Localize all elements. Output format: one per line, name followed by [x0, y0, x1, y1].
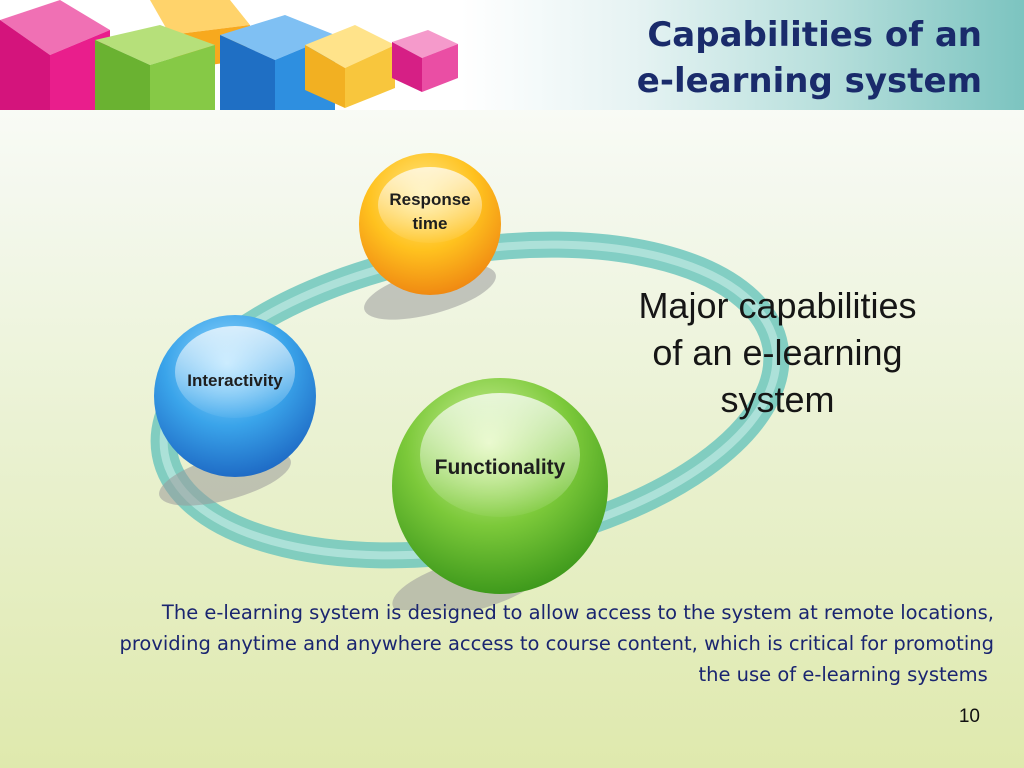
body-line1: The e-learning system is designed to all… [161, 601, 994, 624]
small-pink-cube [392, 30, 458, 92]
response-time-label-line2: time [412, 214, 448, 233]
decorative-cubes-image [0, 0, 458, 110]
functionality-orb [392, 378, 608, 594]
capabilities-cycle-diagram [150, 153, 790, 610]
body-paragraph: The e-learning system is designed to all… [40, 597, 994, 690]
diagram-caption-line1: Major capabilities [638, 285, 917, 326]
response-time-orb [359, 153, 501, 295]
diagram-caption-line2: of an e-learning [652, 332, 903, 373]
interactivity-orb [154, 315, 316, 477]
response-time-label-line1: Response [389, 190, 471, 209]
green-cube [95, 25, 215, 110]
slide-title-line1: Capabilities of an [647, 15, 982, 55]
pink-cube [0, 0, 110, 110]
slide-title: Capabilities of an e-learning system [562, 12, 982, 104]
diagram-caption: Major capabilities of an e-learning syst… [605, 282, 950, 423]
diagram-caption-line3: system [720, 379, 835, 420]
response-time-label: Response time [366, 188, 494, 236]
slide-title-line2: e-learning system [636, 61, 982, 101]
page-number: 10 [958, 706, 980, 727]
functionality-label: Functionality [434, 456, 566, 479]
body-line3: the use of e-learning systems [698, 663, 994, 686]
yellow-cube [305, 25, 395, 108]
body-line2: providing anytime and anywhere access to… [119, 632, 994, 655]
interactivity-label: Interactivity [187, 371, 283, 390]
